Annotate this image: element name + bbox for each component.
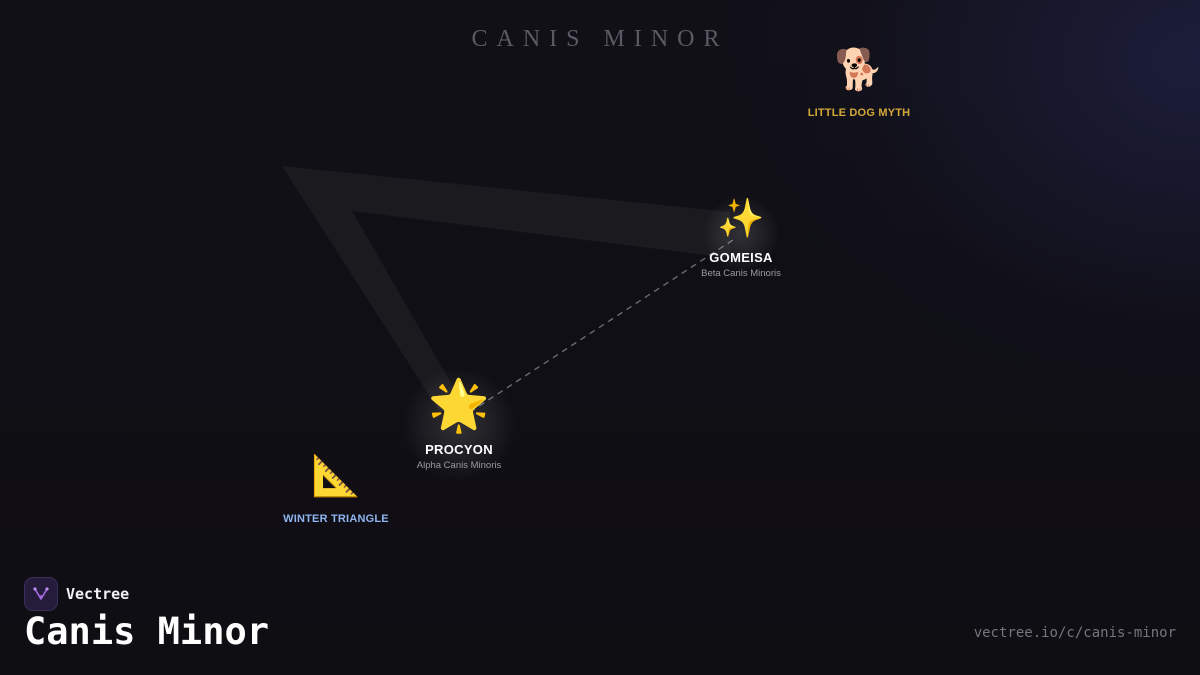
glowing-star-icon: 🌟 bbox=[427, 377, 491, 433]
winter-triangle-label: WINTER TRIANGLE bbox=[283, 513, 389, 525]
myth-annotation[interactable]: 🐕 LITTLE DOG MYTH bbox=[759, 50, 959, 119]
star-glow bbox=[703, 196, 779, 272]
star-procyon[interactable]: 🌟 PROCYON Alpha Canis Minoris bbox=[359, 368, 559, 480]
star-designation-procyon: Alpha Canis Minoris bbox=[416, 460, 502, 471]
constellation-heading: CANIS MINOR bbox=[471, 26, 729, 52]
sparkles-icon: ✨ bbox=[717, 198, 765, 240]
brand[interactable]: Vectree bbox=[24, 577, 129, 611]
brand-name: Vectree bbox=[66, 585, 130, 603]
star-glow bbox=[403, 368, 515, 480]
myth-label: LITTLE DOG MYTH bbox=[807, 107, 911, 119]
star-name-procyon: PROCYON bbox=[425, 442, 493, 457]
page-url-link[interactable]: vectree.io/c/canis-minor bbox=[973, 625, 1176, 641]
page-title: Canis Minor bbox=[24, 610, 270, 653]
triangular-ruler-icon: 📐 bbox=[311, 454, 361, 498]
star-designation-gomeisa: Beta Canis Minoris bbox=[701, 268, 781, 279]
winter-triangle-annotation[interactable]: 📐 WINTER TRIANGLE bbox=[236, 456, 436, 525]
constellation-line-procyon-gomeisa bbox=[469, 237, 737, 413]
star-name-gomeisa: GOMEISA bbox=[709, 250, 773, 265]
star-gomeisa[interactable]: ✨ GOMEISA Beta Canis Minoris bbox=[641, 196, 841, 279]
decorative-triangle-shape bbox=[282, 166, 730, 412]
vectree-logo-icon bbox=[24, 577, 58, 611]
dog-icon: 🐕 bbox=[834, 48, 884, 92]
